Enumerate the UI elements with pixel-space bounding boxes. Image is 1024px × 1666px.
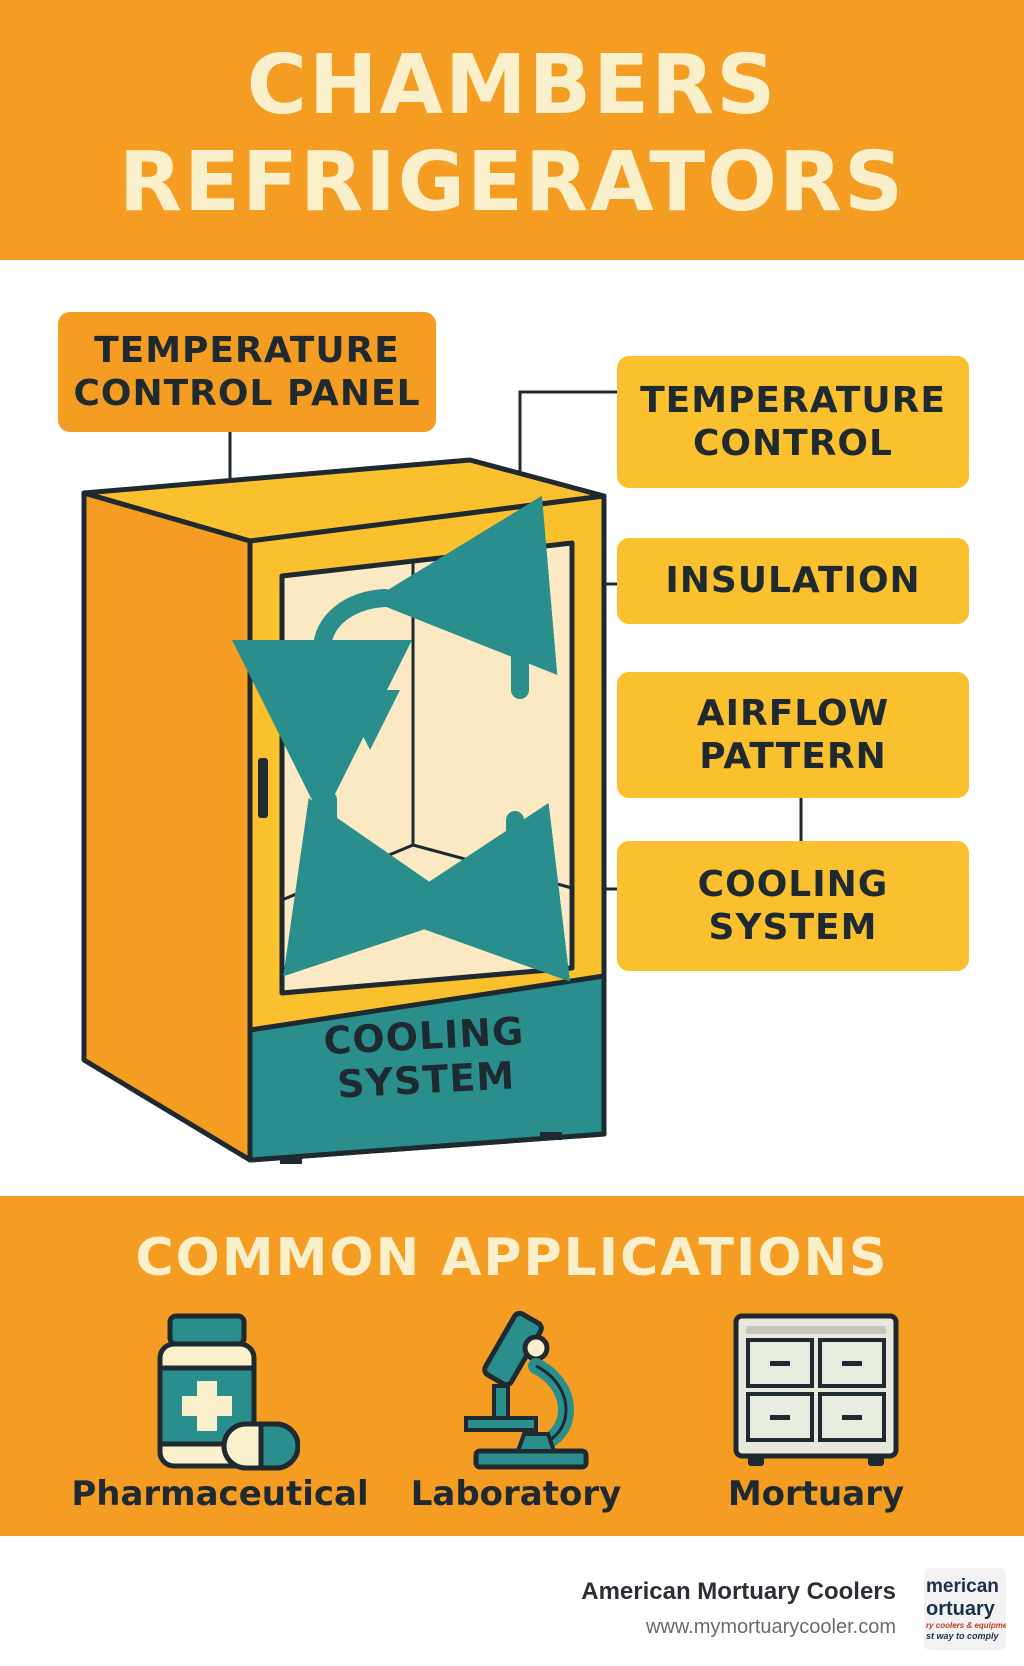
fridge-diagram [0, 260, 1024, 1196]
logo-text-line-1: merican [926, 1576, 999, 1597]
microscope-icon [464, 1310, 589, 1470]
title-line-2: REFRIGERATORS [118, 135, 906, 230]
temperature-control-panel-label: TEMPERATURE CONTROL PANEL [58, 312, 436, 432]
company-logo: merican ortuary ry coolers & equipment s… [924, 1568, 1006, 1650]
fridge-handle [258, 758, 268, 818]
fridge-glass-door [279, 540, 575, 996]
application-laboratory: Laboratory [356, 1306, 676, 1536]
title-line-1: CHAMBERS [246, 38, 778, 133]
fridge-illustration [81, 390, 803, 1164]
application-label: Laboratory [410, 1474, 622, 1514]
application-label: Mortuary [727, 1474, 905, 1514]
airflow-arrows [232, 495, 571, 982]
temperature-control-label: TEMPERATURE CONTROL [617, 356, 969, 488]
fridge-side [81, 490, 253, 1163]
application-label: Pharmaceutical [71, 1474, 369, 1514]
medicine-bottle-icon [157, 1313, 300, 1471]
logo-text-line-3: ry coolers & equipment [926, 1621, 1006, 1630]
footer: American Mortuary Coolers www.mymortuary… [0, 1536, 1024, 1666]
application-pharmaceutical: Pharmaceutical [60, 1306, 380, 1536]
mortuary-cabinet-icon [733, 1313, 899, 1466]
logo-text-line-2: ortuary [926, 1598, 995, 1620]
company-url[interactable]: www.mymortuarycooler.com [645, 1616, 896, 1638]
logo-text-line-4: st way to comply [926, 1631, 999, 1641]
application-mortuary: Mortuary [656, 1306, 976, 1536]
header-banner: CHAMBERS REFRIGERATORS [0, 0, 1024, 260]
applications-section: COMMON APPLICATIONS Pharmaceutical Labor… [0, 1196, 1024, 1536]
fridge-base [247, 973, 607, 1163]
cooling-system-label: COOLING SYSTEM [617, 841, 969, 971]
airflow-pattern-label: AIRFLOW PATTERN [617, 672, 969, 798]
insulation-label: INSULATION [617, 538, 969, 624]
fridge-base-label: COOLING SYSTEM [322, 1008, 526, 1107]
applications-title: COMMON APPLICATIONS [135, 1228, 889, 1288]
company-name: American Mortuary Coolers [581, 1578, 896, 1605]
